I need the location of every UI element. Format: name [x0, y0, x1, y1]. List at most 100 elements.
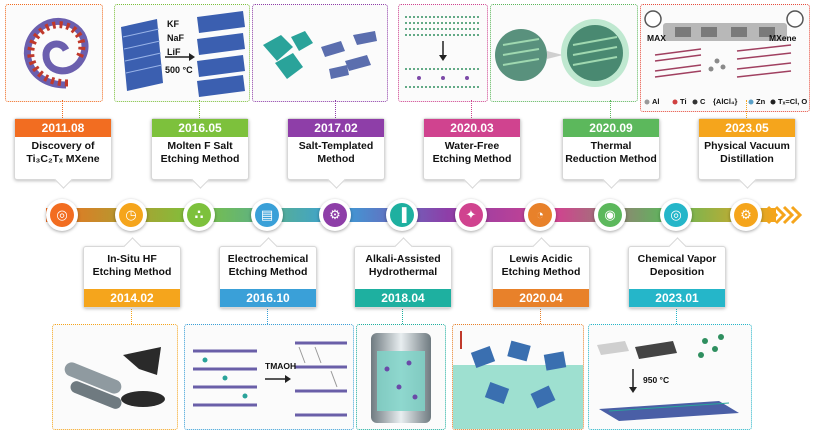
event-label: Alkali-Assisted Hydrothermal [365, 253, 441, 278]
timeline-chevrons [766, 205, 803, 225]
event-year: 2023.01 [629, 289, 725, 307]
timeline-node-2020-09: ◉ [594, 199, 626, 231]
event-label: Molten F Salt Etching Method [160, 140, 240, 165]
timeline-node-2023-05: ⚙ [730, 199, 762, 231]
timeline-node-2020-03: ✦ [455, 199, 487, 231]
timeline-node-2017-02: ⚙ [319, 199, 351, 231]
connector-2014-02 [131, 306, 132, 324]
tmaoh-label: TMAOH [265, 361, 297, 371]
gears-icon: ⚙ [329, 207, 341, 222]
network-icon: ✦ [465, 207, 477, 222]
car-icon: ◉ [604, 207, 616, 222]
event-label: Electrochemical Etching Method [227, 253, 309, 278]
salt-kf-label: KF [167, 19, 179, 29]
connector-2020-04 [540, 306, 541, 324]
vacuum-distillation-illustration [644, 10, 804, 105]
timeline-node-2011-08: ◎ [46, 199, 78, 231]
event-label: Salt-Templated Method [298, 140, 374, 165]
salt-lif-label: LiF [167, 47, 181, 57]
event-year: 2011.08 [15, 119, 111, 137]
event-year: 2020.03 [424, 119, 520, 137]
temp-500-label: 500 °C [165, 65, 193, 75]
connector-2016-10 [267, 306, 268, 324]
electrochemical-illustration [193, 341, 347, 417]
legend-ti: Ti [680, 97, 687, 106]
thermal-reduction-illustration [495, 19, 629, 87]
panel-2023-01: 950 °C [588, 324, 752, 430]
event-label: Thermal Reduction Method [565, 140, 657, 165]
cvd-illustration [597, 334, 739, 421]
legend-al: Al [652, 97, 660, 106]
panel-2020-09 [490, 4, 638, 102]
event-label: Lewis Acidic Etching Method [501, 253, 581, 278]
timeline-node-ring [734, 203, 758, 227]
event-year: 2016.10 [220, 289, 316, 307]
event-label: In-Situ HF Etching Method [92, 253, 172, 278]
event-label: Chemical Vapor Deposition [637, 253, 717, 278]
event-year: 2017.02 [288, 119, 384, 137]
panel-2020-04 [452, 324, 584, 430]
event-card-2014-02: 2014.02 In-Situ HF Etching Method [83, 246, 181, 308]
event-year: 2014.02 [84, 289, 180, 307]
event-year: 2018.04 [355, 289, 451, 307]
display-icon: ▤ [260, 207, 274, 222]
event-card-2016-10: 2016.10 Electrochemical Etching Method [219, 246, 317, 308]
bar-chart-icon: ▐ [397, 207, 407, 222]
timeline-node-ring [390, 203, 414, 227]
salt-template-illustration [263, 31, 377, 79]
max-label: MAX [647, 33, 666, 43]
lewis-acidic-illustration [453, 331, 583, 429]
event-year: 2023.05 [699, 119, 795, 137]
hydrothermal-illustration [371, 333, 431, 423]
timeline-node-2018-04: ▐ [386, 199, 418, 231]
mxene-spiral-illustration [23, 18, 89, 89]
connector-2023-05 [746, 100, 747, 118]
in-situ-hf-illustration [64, 347, 165, 409]
timeline-node-2023-01: ◎ [660, 199, 692, 231]
molten-salt-illustration [121, 11, 245, 97]
timeline-node-ring [323, 203, 347, 227]
event-card-2023-01: 2023.01 Chemical Vapor Deposition [628, 246, 726, 308]
event-label: Water-Free Etching Method [432, 140, 512, 165]
legend-c: C [700, 97, 706, 106]
timeline-node-2020-04: ◔ [524, 199, 556, 231]
event-year: 2016.05 [152, 119, 248, 137]
cogs-icon: ⚙ [740, 207, 752, 222]
connector-2011-08 [62, 100, 63, 118]
mxene-label: MXene [769, 33, 797, 43]
timeline-node-ring [50, 203, 74, 227]
timeline-node-ring [119, 203, 143, 227]
panel-2023-05: MAX MXene Al Ti C {AlCl₄} Zn Tₓ=Cl, O [640, 4, 810, 112]
event-year: 2020.09 [563, 119, 659, 137]
timeline-node-2016-05: ∴ [183, 199, 215, 231]
timeline-node-2014-02: ◷ [115, 199, 147, 231]
legend-tx: Tₓ=Cl, O [778, 97, 808, 106]
timeline-node-ring [187, 203, 211, 227]
timeline-node-ring [598, 203, 622, 227]
connector-2020-09 [610, 100, 611, 118]
panel-2017-02 [252, 4, 388, 102]
connector-2017-02 [335, 100, 336, 118]
panel-2011-08 [5, 4, 103, 102]
timeline-node-2016-10: ▤ [251, 199, 283, 231]
connector-2023-01 [676, 306, 677, 324]
target-icon: ◎ [56, 207, 68, 222]
legend-alcl4: {AlCl₄} [713, 97, 738, 106]
gauge-icon: ◔ [536, 207, 544, 222]
timeline-node-ring [528, 203, 552, 227]
panel-2018-04 [356, 324, 446, 430]
panel-2014-02 [52, 324, 178, 430]
panel-2016-10: TMAOH [184, 324, 354, 430]
temp-950-label: 950 °C [643, 375, 670, 385]
timeline-node-ring [255, 203, 279, 227]
event-label: Physical Vacuum Distillation [704, 140, 790, 165]
timeline-node-ring [664, 203, 688, 227]
legend-zn: Zn [756, 97, 766, 106]
